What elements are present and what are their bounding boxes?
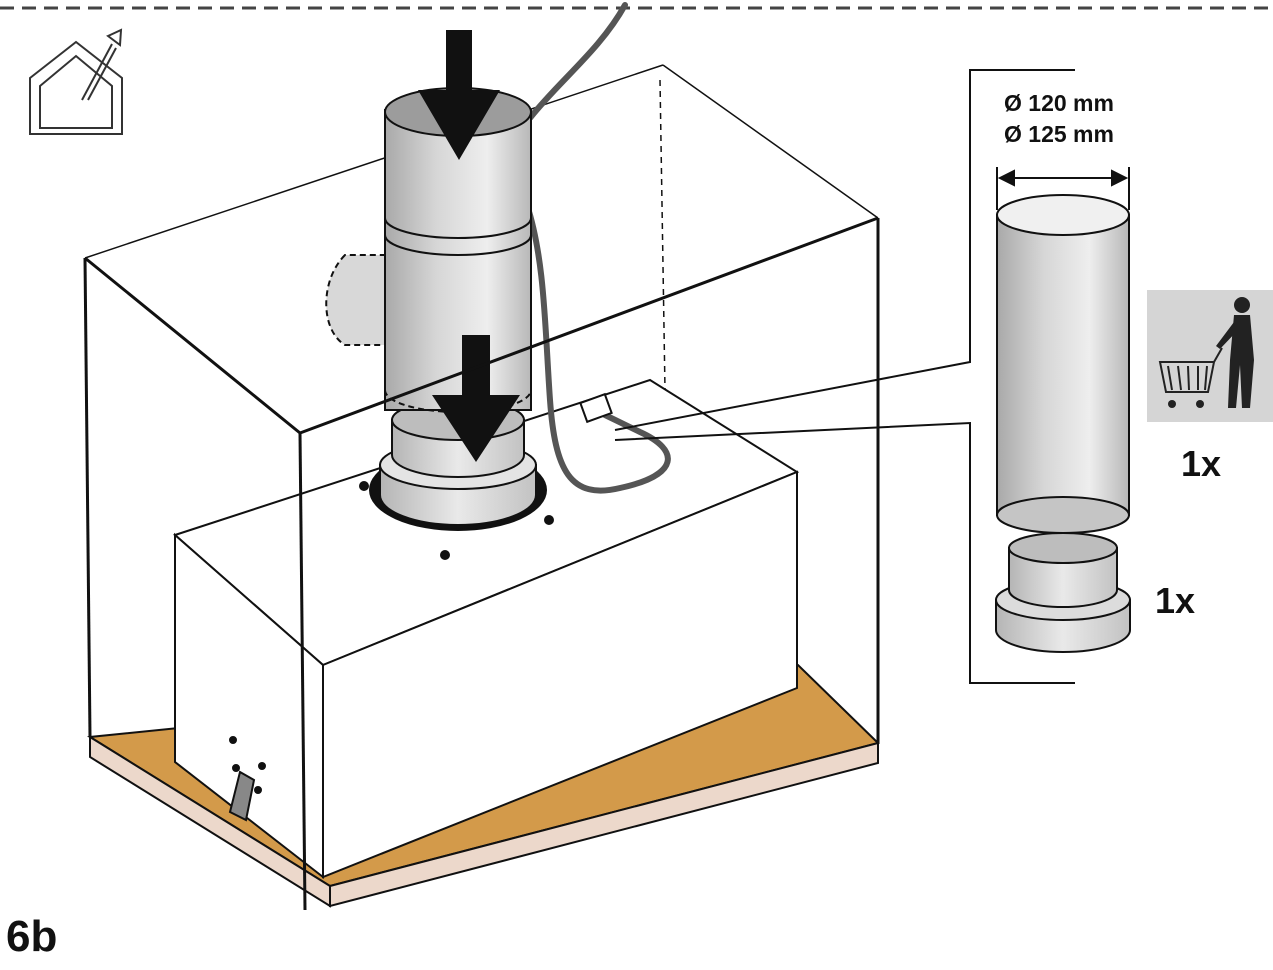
power-cable bbox=[524, 2, 671, 494]
outdoor-venting-house-icon bbox=[29, 28, 123, 135]
step-label: 6b bbox=[6, 912, 58, 961]
shopping-cart-person-icon bbox=[1147, 290, 1273, 422]
cabinet-front-edges bbox=[83, 216, 880, 911]
pipe-quantity-label: 1x bbox=[1181, 443, 1222, 484]
down-arrow-icon bbox=[432, 335, 520, 462]
cable-plug bbox=[579, 392, 613, 424]
replacement-pipe bbox=[996, 194, 1130, 534]
cabinet-back-edges bbox=[84, 64, 879, 391]
diameter-dimension bbox=[996, 167, 1130, 210]
hood-switch bbox=[228, 770, 256, 822]
replacement-reducer-ring bbox=[995, 532, 1131, 653]
reducer-ring-quantity-label: 1x bbox=[1155, 580, 1196, 621]
callout-lines bbox=[614, 69, 1075, 684]
duct-pipe bbox=[325, 87, 532, 413]
down-arrow-icon bbox=[418, 30, 500, 160]
hood-duct-reducer bbox=[369, 399, 547, 531]
pipe-diameter-label-1: Ø 120 mm bbox=[1004, 90, 1114, 116]
pipe-diameter-label-2: Ø 125 mm bbox=[1004, 121, 1114, 147]
